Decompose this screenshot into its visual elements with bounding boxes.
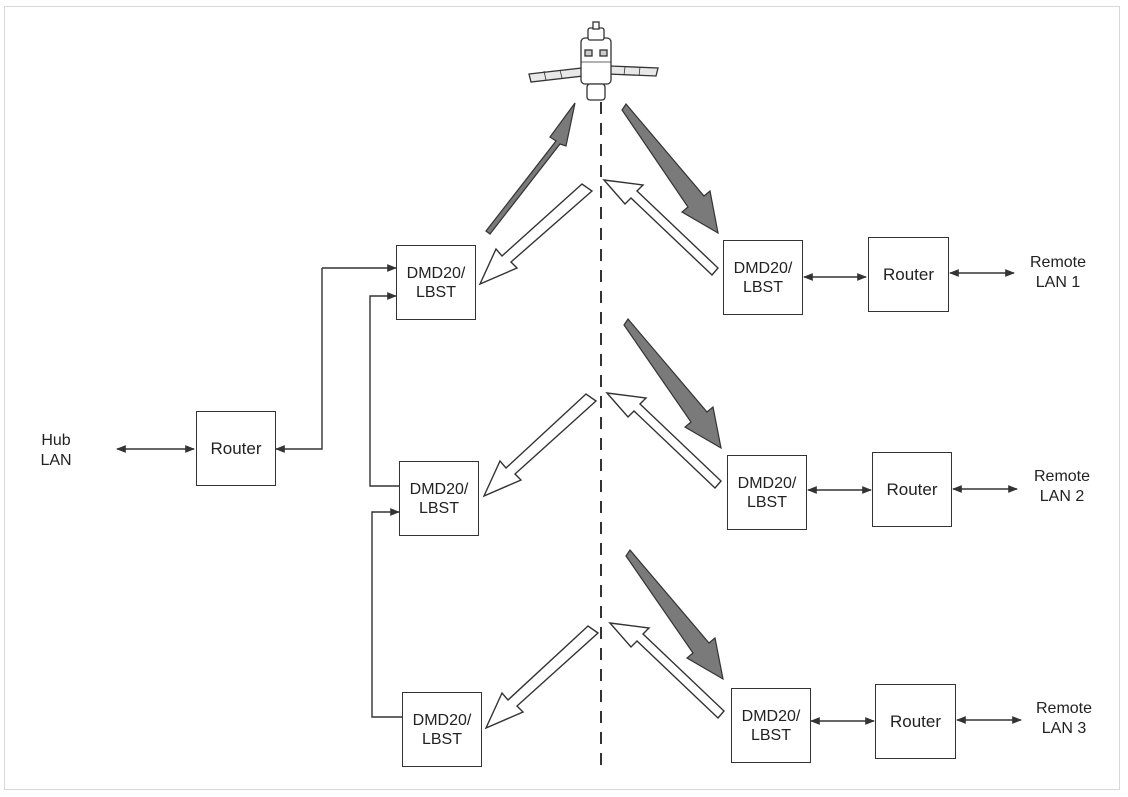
hub-modem-2: DMD20/ LBST — [399, 461, 479, 536]
hub-router: Router — [196, 411, 276, 486]
hub-modem-3-line2: LBST — [413, 730, 472, 749]
remote-1-router-label: Router — [883, 265, 934, 284]
remote2-uplink-arrow — [607, 393, 721, 488]
hub-lan-line1: Hub — [36, 431, 76, 451]
remote1-downlink-arrow — [622, 104, 718, 233]
remote-1-modem: DMD20/ LBST — [723, 240, 803, 315]
remote-2-lan-label: Remote LAN 2 — [1022, 467, 1102, 507]
remote-3-modem-line1: DMD20/ — [742, 707, 801, 726]
remote-3-router-label: Router — [890, 712, 941, 731]
hub-modem-2-line2: LBST — [410, 499, 469, 518]
remote-2-lan-line1: Remote — [1022, 467, 1102, 487]
remote-3-lan-line1: Remote — [1024, 699, 1104, 719]
hub-router-label: Router — [210, 439, 261, 458]
remote-1-router: Router — [868, 237, 949, 312]
remote3-uplink-arrow — [610, 623, 724, 718]
remote3-downlink-arrow — [626, 550, 723, 679]
remote-2-modem: DMD20/ LBST — [727, 455, 807, 530]
remote-2-modem-line1: DMD20/ — [738, 474, 797, 493]
remote-2-router: Router — [872, 452, 952, 527]
hub-modem-1-line1: DMD20/ — [407, 264, 466, 283]
remote-2-router-label: Router — [886, 480, 937, 499]
hub-modem-1: DMD20/ LBST — [396, 245, 476, 320]
remote-1-modem-line1: DMD20/ — [734, 259, 793, 278]
remote-1-lan-label: Remote LAN 1 — [1018, 253, 1098, 293]
hub-modem2-downlink-arrow — [484, 394, 596, 496]
hub-lan-label: Hub LAN — [36, 431, 76, 471]
remote-1-lan-line2: LAN 1 — [1018, 273, 1098, 293]
remote-2-modem-line2: LBST — [738, 493, 797, 512]
remote-3-modem: DMD20/ LBST — [731, 688, 811, 763]
hub-modem-3-line1: DMD20/ — [413, 711, 472, 730]
hub-modem-1-line2: LBST — [407, 283, 466, 302]
hub-modem3-downlink-arrow — [486, 626, 598, 728]
remote-3-lan-label: Remote LAN 3 — [1024, 699, 1104, 739]
remote-2-lan-line2: LAN 2 — [1022, 487, 1102, 507]
satellite-icon — [529, 22, 658, 100]
remote-3-lan-line2: LAN 3 — [1024, 719, 1104, 739]
hub-modem1-downlink-arrow — [480, 184, 592, 284]
remote-1-lan-line1: Remote — [1018, 253, 1098, 273]
remote-3-router: Router — [875, 684, 956, 759]
hub-wiring — [117, 268, 402, 717]
remote2-downlink-arrow — [624, 319, 721, 448]
filled-link-arrows — [486, 103, 723, 679]
hub-lan-line2: LAN — [36, 451, 76, 471]
hub-modem-2-line1: DMD20/ — [410, 480, 469, 499]
remote-1-modem-line2: LBST — [734, 278, 793, 297]
hub-modem-3: DMD20/ LBST — [402, 692, 482, 767]
remote-3-modem-line2: LBST — [742, 726, 801, 745]
